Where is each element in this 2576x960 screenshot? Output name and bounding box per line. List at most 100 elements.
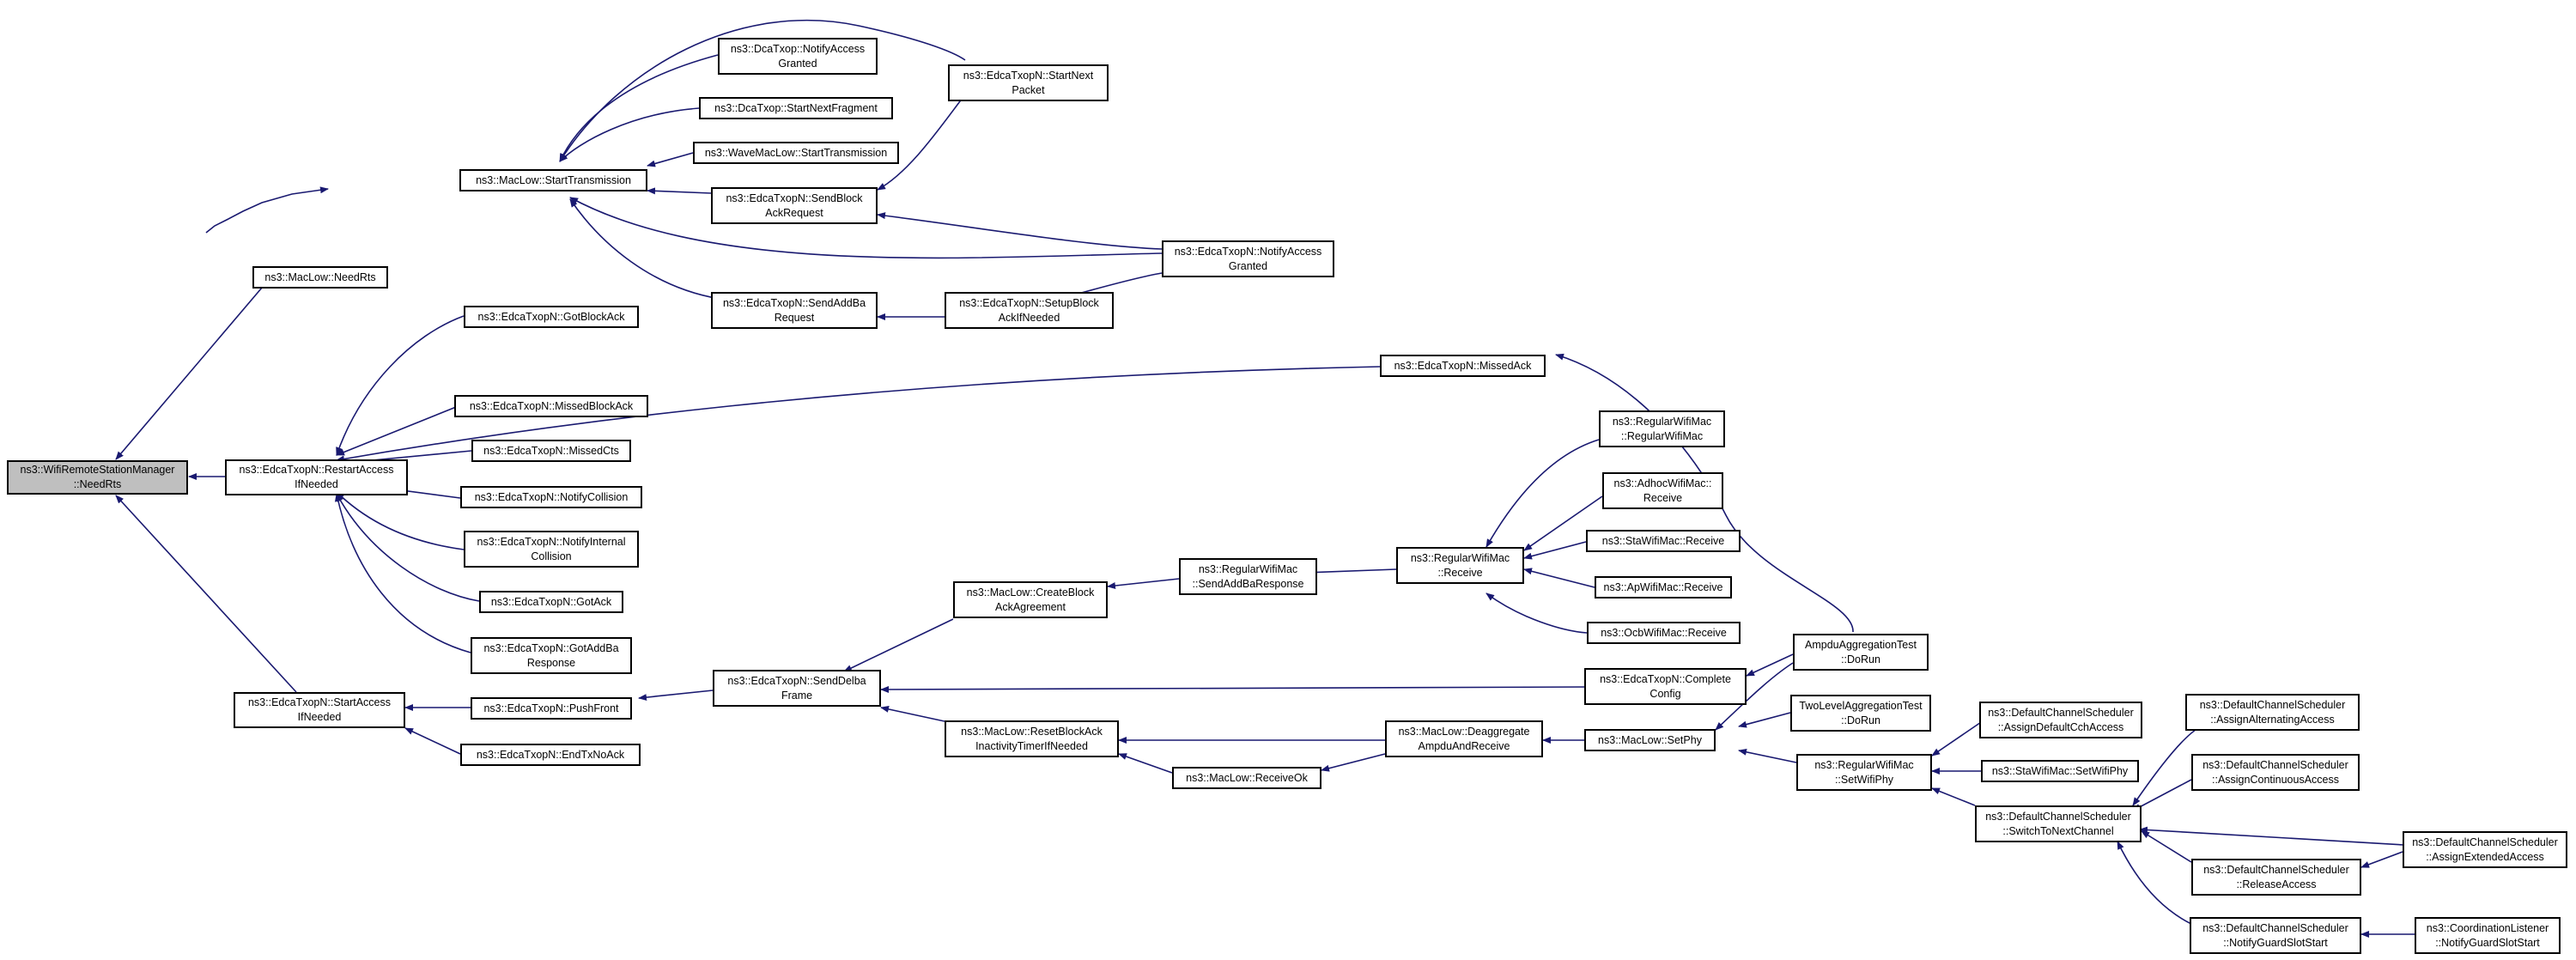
node-label: Frame xyxy=(781,689,813,702)
node-maclow-needrts[interactable]: ns3::MacLow::NeedRts xyxy=(252,266,388,289)
node-edcatxopn-notifycollision[interactable]: ns3::EdcaTxopN::NotifyCollision xyxy=(460,486,642,508)
node-defaultchannelscheduler-releaseaccess[interactable]: ns3::DefaultChannelScheduler::ReleaseAcc… xyxy=(2191,859,2361,896)
node-label: InactivityTimerIfNeeded xyxy=(975,739,1088,752)
node-adhocwifimac-receive[interactable]: ns3::AdhocWifiMac::Receive xyxy=(1602,472,1723,509)
node-label: ns3::RegularWifiMac xyxy=(1410,551,1510,564)
edge-n47-n46 xyxy=(2360,851,2403,868)
edge-n11-n9 xyxy=(877,94,966,191)
node-maclow-receiveok[interactable]: ns3::MacLow::ReceiveOk xyxy=(1172,767,1321,789)
node-label: ns3::EdcaTxopN::GotAck xyxy=(490,595,612,608)
node-label: ns3::MacLow::ReceiveOk xyxy=(1186,771,1308,784)
node-defaultchannelscheduler-notifyguardslotstart[interactable]: ns3::DefaultChannelScheduler::NotifyGuar… xyxy=(2190,917,2361,954)
node-defaultchannelscheduler-switchtonextchannel[interactable]: ns3::DefaultChannelScheduler::SwitchToNe… xyxy=(1975,805,2142,842)
node-defaultchannelscheduler-assigndefaultcchaccess[interactable]: ns3::DefaultChannelScheduler::AssignDefa… xyxy=(1979,702,2142,738)
edge-n11-n5 xyxy=(559,19,966,162)
node-label: ::SendAddBaResponse xyxy=(1192,577,1304,590)
node-regularwifimac-regularwifimac[interactable]: ns3::RegularWifiMac::RegularWifiMac xyxy=(1599,410,1725,447)
node-edcatxopn-missedack[interactable]: ns3::EdcaTxopN::MissedAck xyxy=(1380,355,1546,377)
node-dcatxop-startnextfragment[interactable]: ns3::DcaTxop::StartNextFragment xyxy=(699,97,893,119)
node-label: ns3::WifiRemoteStationManager xyxy=(20,464,175,476)
edge-n35-n29 xyxy=(1485,592,1588,634)
node-label: ns3::DefaultChannelScheduler xyxy=(2203,863,2349,876)
node-defaultchannelscheduler-assigncontinuousaccess[interactable]: ns3::DefaultChannelScheduler::AssignCont… xyxy=(2191,754,2360,791)
node-edcatxopn-missedblockack[interactable]: ns3::EdcaTxopN::MissedBlockAck xyxy=(454,395,648,417)
node-maclow-starttransmission[interactable]: ns3::MacLow::StartTransmission xyxy=(459,169,647,191)
node-edcatxopn-gotack[interactable]: ns3::EdcaTxopN::GotAck xyxy=(479,591,623,613)
node-label: ns3::MacLow::CreateBlock xyxy=(966,586,1095,598)
node-label: ns3::DefaultChannelScheduler xyxy=(2412,835,2558,848)
node-defaultchannelscheduler-assignextendedaccess[interactable]: ns3::DefaultChannelScheduler::AssignExte… xyxy=(2403,831,2567,868)
node-label: ns3::RegularWifiMac xyxy=(1612,415,1712,428)
node-label: ::DoRun xyxy=(1841,714,1880,726)
node-label: ::NeedRts xyxy=(73,478,122,490)
node-wifiremotestationmanager-needrts: ns3::WifiRemoteStationManager::NeedRts xyxy=(7,460,188,495)
node-label: AckAgreement xyxy=(995,600,1066,613)
node-label: ::NotifyGuardSlotStart xyxy=(2435,936,2540,949)
node-label: Response xyxy=(526,656,576,669)
node-stawifimac-setwifiphy[interactable]: ns3::StaWifiMac::SetWifiPhy xyxy=(1981,760,2139,782)
edge-n6-n5 xyxy=(559,54,719,162)
node-label: ns3::MacLow::NeedRts xyxy=(264,270,376,283)
node-ocbwifimac-receive[interactable]: ns3::OcbWifiMac::Receive xyxy=(1587,622,1741,644)
node-label: ns3::RegularWifiMac xyxy=(1198,562,1298,575)
node-label: ns3::DefaultChannelScheduler xyxy=(1988,706,2134,719)
node-label: AckIfNeeded xyxy=(998,311,1060,324)
node-stawifimac-receive[interactable]: ns3::StaWifiMac::Receive xyxy=(1586,530,1741,552)
node-label: ns3::EdcaTxopN::EndTxNoAck xyxy=(476,748,625,761)
node-label: ns3::EdcaTxopN::PushFront xyxy=(483,702,619,714)
node-label: ::ReleaseAccess xyxy=(2236,878,2317,890)
node-regularwifimac-receive[interactable]: ns3::RegularWifiMac::Receive xyxy=(1396,547,1524,584)
node-label: ns3::EdcaTxopN::SetupBlock xyxy=(959,296,1099,309)
edge-n26-n24 xyxy=(880,705,945,722)
node-label: ns3::EdcaTxopN::SendDelba xyxy=(727,674,866,687)
node-wavemaclow-starttransmission[interactable]: ns3::WaveMacLow::StartTransmission xyxy=(693,142,899,164)
node-regularwifimac-sendaddbaresponse[interactable]: ns3::RegularWifiMac::SendAddBaResponse xyxy=(1179,558,1317,595)
node-twolevelaggregationtest-dorun[interactable]: TwoLevelAggregationTest::DoRun xyxy=(1790,695,1931,732)
node-edcatxopn-pushfront[interactable]: ns3::EdcaTxopN::PushFront xyxy=(471,697,632,720)
edge-n31-n29 xyxy=(1485,439,1600,548)
edge-n36-n24 xyxy=(880,685,1585,693)
node-label: ::SetWifiPhy xyxy=(1834,773,1894,786)
edge-n14-n3 xyxy=(336,315,465,456)
node-label: ns3::EdcaTxopN::MissedBlockAck xyxy=(469,399,634,412)
node-defaultchannelscheduler-assignalternatingaccess[interactable]: ns3::DefaultChannelScheduler::AssignAlte… xyxy=(2185,694,2360,731)
node-regularwifimac-setwifiphy[interactable]: ns3::RegularWifiMac::SetWifiPhy xyxy=(1796,754,1932,791)
node-label: Granted xyxy=(778,57,817,70)
node-edcatxopn-missedcts[interactable]: ns3::EdcaTxopN::MissedCts xyxy=(471,440,631,462)
node-label: ns3::EdcaTxopN::Complete xyxy=(1600,672,1731,685)
edge-n9-n5 xyxy=(647,187,712,195)
node-apwifimac-receive[interactable]: ns3::ApWifiMac::Receive xyxy=(1595,576,1732,598)
node-label: ns3::RegularWifiMac xyxy=(1814,758,1914,771)
node-ampduaggregationtest-dorun[interactable]: AmpduAggregationTest::DoRun xyxy=(1793,634,1929,671)
edge-n15-n3 xyxy=(336,404,461,456)
node-coordinationlistener-notifyguardslotstart[interactable]: ns3::CoordinationListener::NotifyGuardSl… xyxy=(2415,917,2561,954)
edge-n30-n28 xyxy=(1321,753,1386,772)
node-label: ns3::MacLow::SetPhy xyxy=(1598,733,1702,746)
node-edcatxopn-gotblockack[interactable]: ns3::EdcaTxopN::GotBlockAck xyxy=(464,306,639,328)
edge-n7-n5 xyxy=(559,107,700,162)
edge-n43-n40 xyxy=(1931,787,1976,806)
node-label: Granted xyxy=(1228,259,1268,272)
edge-n4-n1 xyxy=(115,495,297,693)
node-maclow-setphy[interactable]: ns3::MacLow::SetPhy xyxy=(1584,729,1716,751)
node-label: ns3::WaveMacLow::StartTransmission xyxy=(704,146,888,159)
edge-n46-n43 xyxy=(2141,830,2192,863)
edge-n33-n29 xyxy=(1523,541,1587,560)
node-edcatxopn-endtxnoack[interactable]: ns3::EdcaTxopN::EndTxNoAck xyxy=(460,744,641,766)
